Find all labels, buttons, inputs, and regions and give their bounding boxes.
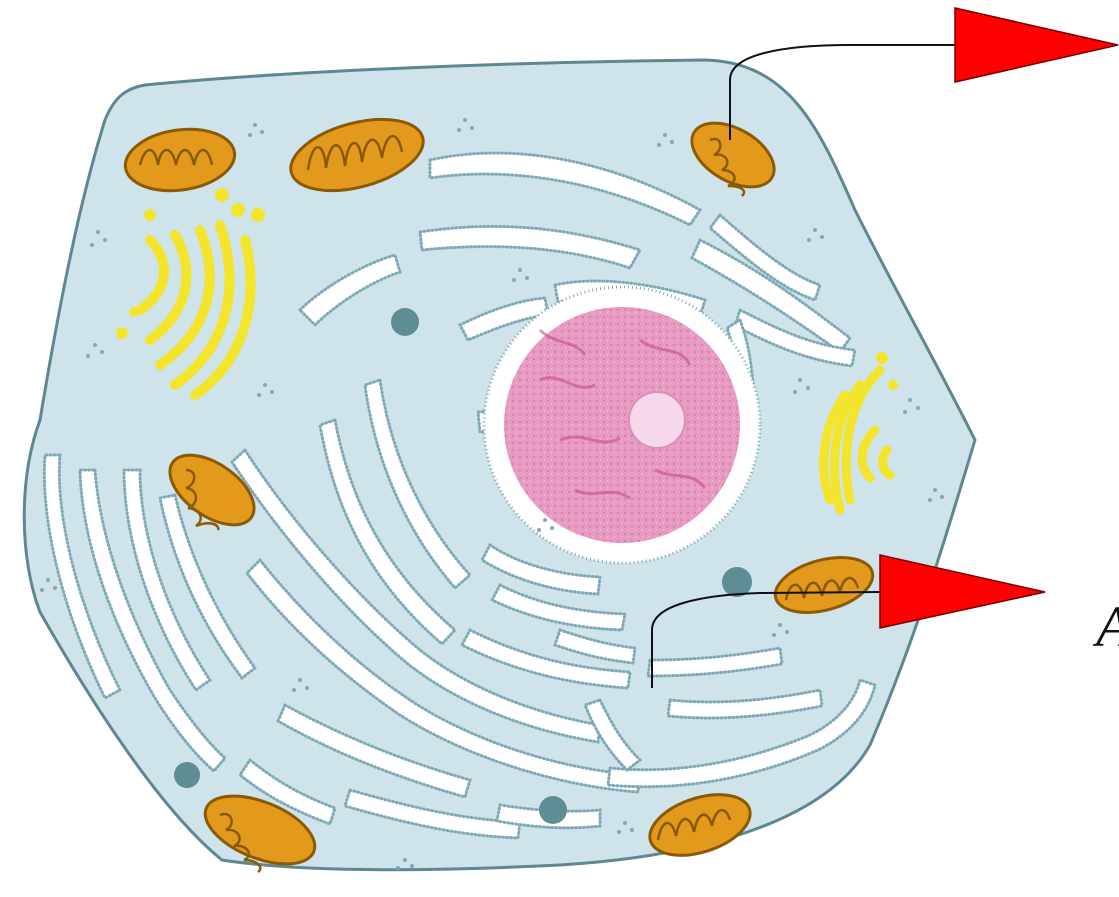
nucleolus — [629, 392, 685, 448]
pointer-arrow-bottom — [880, 555, 1045, 628]
nuclear-envelope — [484, 287, 760, 563]
edge-label-letter: A — [1096, 598, 1119, 656]
pointer-arrow-top — [955, 8, 1118, 82]
